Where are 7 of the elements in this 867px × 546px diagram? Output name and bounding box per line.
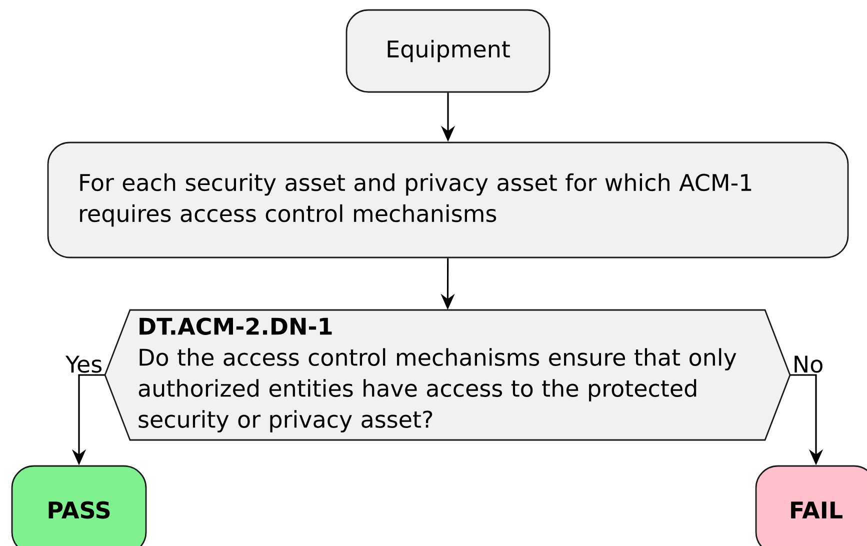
result-box: PASS	[11, 465, 147, 546]
activity-box: Equipment	[346, 9, 550, 93]
edge-label: No	[794, 356, 822, 373]
activity-box: For each security asset and privacy asset for which ACM-1 requires access control mechanisms	[47, 142, 849, 258]
edge-label: Yes	[65, 356, 102, 373]
result-box: FAIL	[755, 465, 867, 546]
decision-hexagon: DT.ACM-2.DN-1 Do the access control mechanisms ensure that only authorized entities have access to the protected security or privacy asset?	[104, 309, 791, 441]
